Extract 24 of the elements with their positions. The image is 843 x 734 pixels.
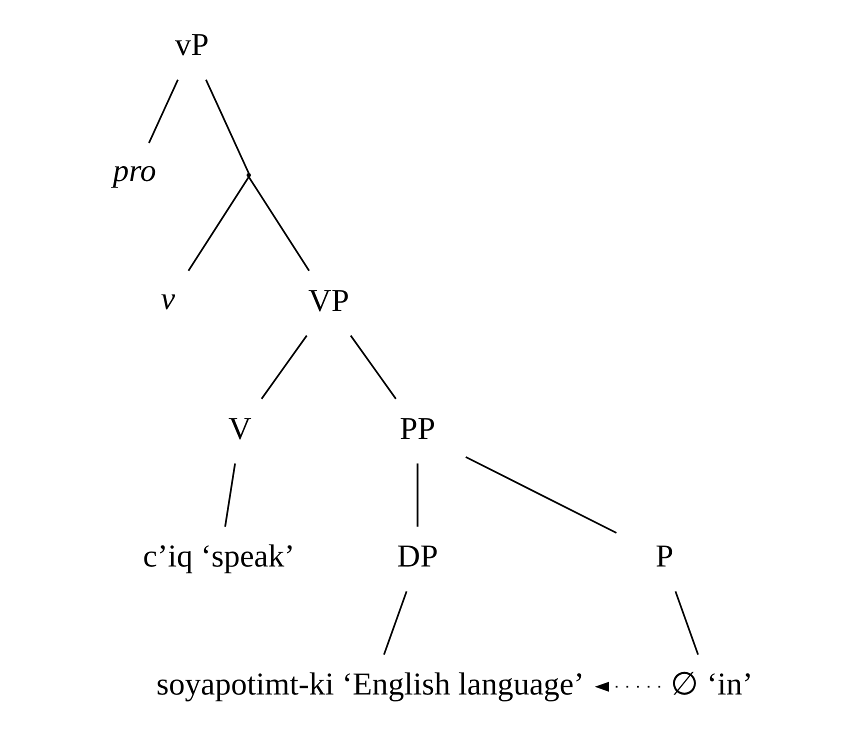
connector <box>464 456 616 534</box>
node-text: pro <box>112 153 156 188</box>
node-text: soyapotimt-ki ‘English language’ <box>156 666 584 702</box>
connector <box>224 463 236 527</box>
arrow <box>594 682 660 692</box>
connector <box>382 591 407 655</box>
connector <box>349 335 396 400</box>
node-text: vP <box>174 27 208 62</box>
connector <box>148 79 178 144</box>
node-text: V <box>228 410 251 446</box>
connector <box>204 79 250 174</box>
connector <box>187 176 249 272</box>
connector <box>248 176 310 272</box>
node-text: ∅ ‘in’ <box>670 666 752 702</box>
connector <box>416 463 418 527</box>
node-text: P <box>655 538 673 574</box>
node-point <box>246 172 250 178</box>
connector <box>260 335 307 400</box>
node-text: DP <box>396 538 438 574</box>
node-text: PP <box>399 410 435 446</box>
node-text: VP <box>308 282 349 318</box>
node-text: c’iq ‘speak’ <box>142 538 294 574</box>
connector <box>674 591 698 655</box>
node-text: v <box>160 281 175 316</box>
